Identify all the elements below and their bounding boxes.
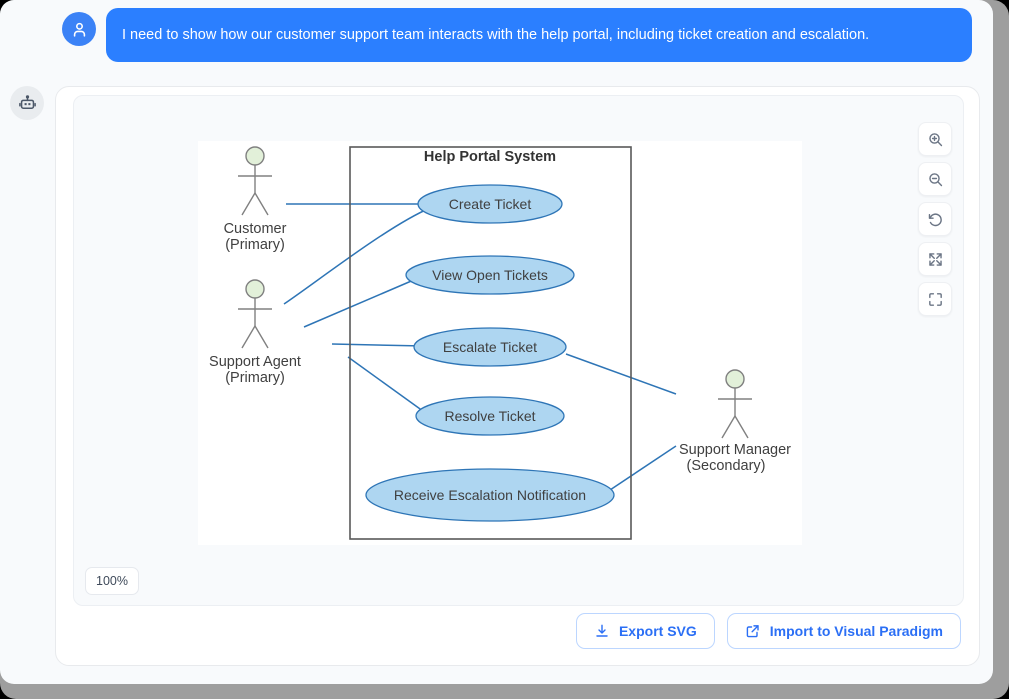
association-agent-view-open-tickets xyxy=(303,272,431,328)
zoom-in-icon xyxy=(928,132,942,146)
use-case-label: View Open Tickets xyxy=(432,267,548,283)
actor-customer[interactable]: Customer (Primary) xyxy=(224,146,287,253)
uml-diagram-canvas[interactable]: Help Portal System Create Ticket View Op… xyxy=(198,141,802,545)
actor-support-manager[interactable]: Support Manager (Secondary) xyxy=(679,369,791,474)
association-lines xyxy=(283,203,677,495)
use-case-label: Resolve Ticket xyxy=(444,408,535,424)
association-agent-resolve-ticket xyxy=(347,356,435,420)
fit-to-screen-button[interactable] xyxy=(918,242,952,276)
use-case-escalate-ticket[interactable]: Escalate Ticket xyxy=(413,327,567,367)
use-case-label: Receive Escalation Notification xyxy=(394,487,586,503)
use-case-receive-escalation-notification[interactable]: Receive Escalation Notification xyxy=(365,468,615,522)
user-message-bubble: I need to show how our customer support … xyxy=(106,8,972,62)
zoom-level-badge[interactable]: 100% xyxy=(85,567,139,595)
diagram-viewport[interactable]: 100% xyxy=(73,95,964,606)
expand-arrows-icon xyxy=(928,252,942,266)
use-case-create-ticket[interactable]: Create Ticket xyxy=(417,184,563,224)
use-case-view-open-tickets[interactable]: View Open Tickets xyxy=(405,255,575,295)
diagram-toolbar xyxy=(918,122,952,316)
association-agent-escalate-ticket xyxy=(331,343,425,347)
robot-icon xyxy=(18,94,36,109)
use-case-resolve-ticket[interactable]: Resolve Ticket xyxy=(415,396,565,436)
fullscreen-corners-icon xyxy=(928,292,942,306)
import-visual-paradigm-label: Import to Visual Paradigm xyxy=(769,623,943,639)
actor-role: (Primary) xyxy=(225,237,285,253)
system-boundary: Help Portal System xyxy=(349,146,632,540)
association-manager-receive-notification xyxy=(603,445,677,495)
card-actions: Export SVG Import to Visual Paradigm xyxy=(575,613,961,649)
actors: Customer (Primary) Support Agent (Prim xyxy=(209,146,791,474)
export-svg-button[interactable]: Export SVG xyxy=(575,613,715,649)
diagram-response-card: 100% xyxy=(55,86,980,666)
user-person-icon xyxy=(73,22,85,37)
download-icon xyxy=(596,624,608,637)
rotate-ccw-icon xyxy=(928,212,942,226)
external-link-icon xyxy=(746,625,759,638)
actor-name: Customer xyxy=(224,221,287,237)
system-boundary-title: Help Portal System xyxy=(424,149,556,165)
actor-role: (Primary) xyxy=(225,370,285,386)
use-case-label: Escalate Ticket xyxy=(443,339,537,355)
zoom-out-button[interactable] xyxy=(918,162,952,196)
zoom-in-button[interactable] xyxy=(918,122,952,156)
uml-use-case-diagram: Help Portal System Create Ticket View Op… xyxy=(209,146,791,540)
user-avatar xyxy=(62,12,96,46)
import-visual-paradigm-button[interactable]: Import to Visual Paradigm xyxy=(726,613,961,649)
actor-role: (Secondary) xyxy=(687,458,766,474)
window-surface: I need to show how our customer support … xyxy=(0,0,993,684)
actor-name: Support Agent xyxy=(209,354,301,370)
export-svg-label: Export SVG xyxy=(618,623,697,639)
zoom-out-icon xyxy=(928,172,942,186)
association-manager-escalate-ticket xyxy=(565,353,677,395)
use-case-label: Create Ticket xyxy=(449,196,532,212)
reset-view-button[interactable] xyxy=(918,202,952,236)
user-message-row: I need to show how our customer support … xyxy=(62,8,980,66)
use-cases: Create Ticket View Open Tickets Escalate… xyxy=(365,184,615,522)
fullscreen-button[interactable] xyxy=(918,282,952,316)
actor-name: Support Manager xyxy=(679,442,791,458)
association-agent-create-ticket xyxy=(283,207,431,305)
actor-support-agent[interactable]: Support Agent (Primary) xyxy=(209,279,301,386)
assistant-avatar xyxy=(10,86,44,120)
